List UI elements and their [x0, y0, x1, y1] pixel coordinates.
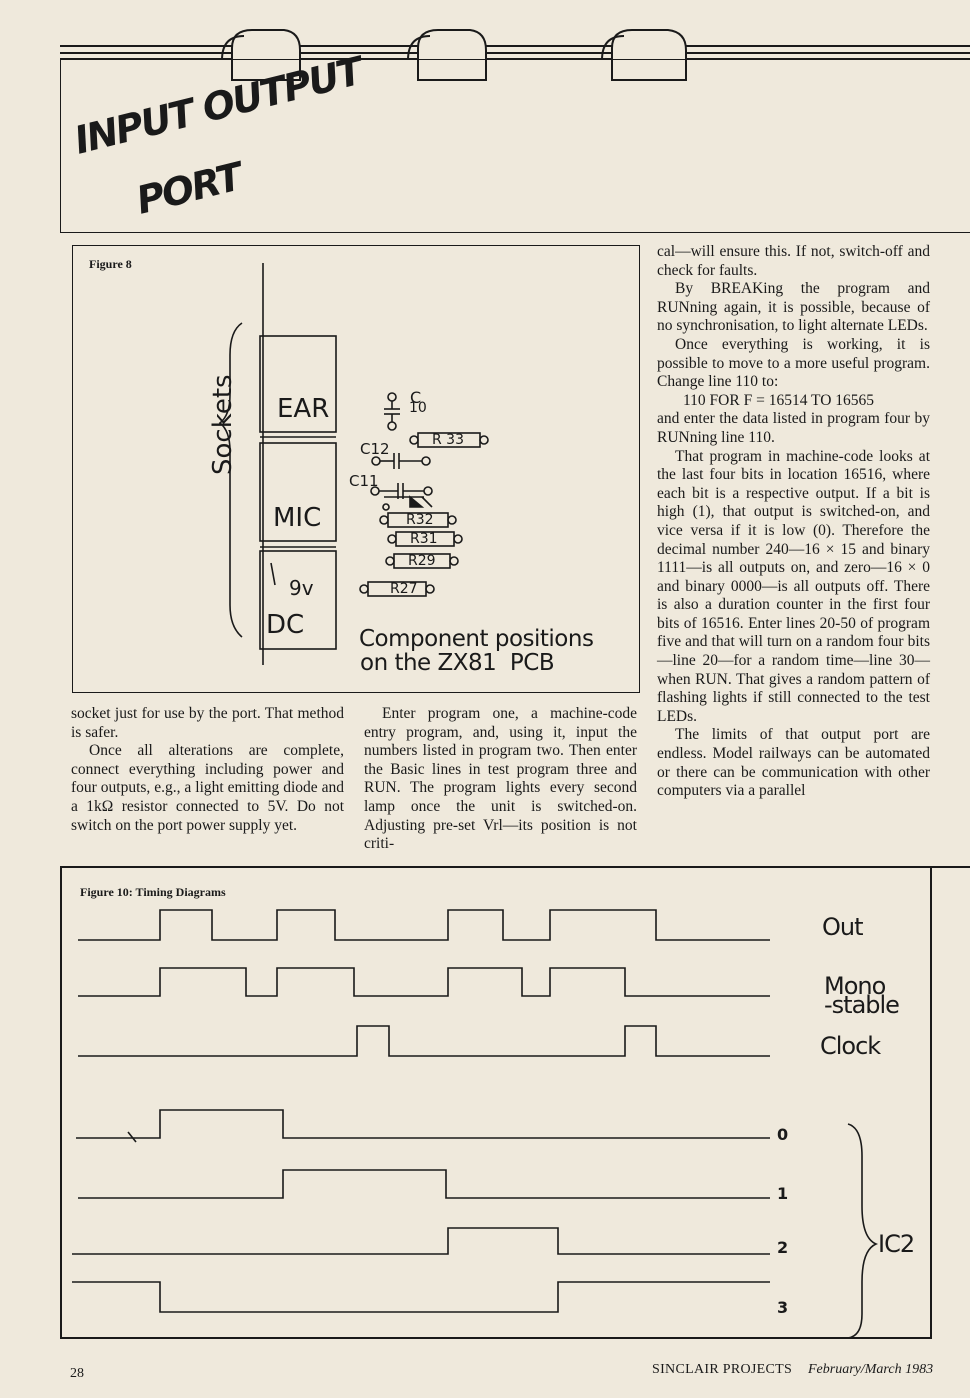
figure-10-right-rule: [930, 866, 932, 1338]
socket-9v-label: 9v: [289, 576, 314, 600]
title-line-2: PORT: [132, 154, 246, 223]
article-column-3: cal—will ensure this. If not, switch-off…: [657, 243, 930, 801]
article-column-1: socket just for use by the port. That me…: [71, 705, 344, 835]
col3-para-5: That program in machine-code looks at th…: [657, 447, 930, 725]
r27-label: R27: [390, 581, 418, 597]
monostable-label-line-1: Mono: [824, 972, 886, 1000]
page-number: 28: [70, 1366, 84, 1381]
col3-para-3: Once everything is working, it is possib…: [657, 335, 930, 391]
issue-date: February/March 1983: [808, 1362, 934, 1377]
figure-10-bottom-rule: [60, 1337, 932, 1339]
monostable-label-line-2: -stable: [824, 991, 900, 1019]
c11-label: C11: [349, 472, 379, 490]
ic2-output-2-label: 2: [777, 1238, 789, 1257]
figure-10-label: Figure 10: Timing Diagrams: [80, 885, 226, 899]
sockets-label: Sockets: [208, 374, 238, 475]
page-title: INPUT OUTPUT PORT: [70, 49, 365, 224]
figure-8-label: Figure 8: [89, 257, 132, 271]
ic2-output-2-waveform: [72, 1227, 770, 1255]
figure-8-caption-line-2: on the ZX81 PCB: [360, 650, 555, 676]
col3-para-2: By BREAKing the program and RUNning agai…: [657, 280, 930, 335]
figure-10-top-rule: [60, 866, 970, 868]
clock-waveform: [78, 1025, 770, 1057]
article-column-2: Enter program one, a machine-code entry …: [364, 705, 637, 854]
header-frame: [60, 59, 970, 233]
socket-dc-label: DC: [266, 610, 305, 640]
col1-para-2: Once all alterations are complete, conne…: [71, 742, 344, 834]
col1-para-1: socket just for use by the port. That me…: [71, 705, 344, 741]
monostable-waveform: [78, 967, 770, 997]
r33-label: R 33: [432, 432, 464, 448]
ic2-output-0-waveform: [76, 1109, 770, 1139]
ic2-output-3-waveform: [72, 1281, 770, 1313]
col3-para-6: The limits of that output port are endle…: [657, 726, 930, 800]
col3-code-line: 110 FOR F = 16514 TO 16565: [683, 391, 875, 409]
c12-label: C12: [360, 440, 390, 458]
figure-10-left-rule: [60, 866, 62, 1338]
ic2-label: IC2: [878, 1230, 915, 1258]
out-waveform: [78, 909, 770, 941]
timing-diagram: [72, 909, 879, 1338]
c10-label: C: [410, 388, 422, 407]
socket-ear-label: EAR: [277, 394, 330, 424]
ic2-output-1-waveform: [78, 1169, 770, 1199]
r29-label: R29: [408, 553, 436, 569]
out-label: Out: [822, 913, 864, 941]
ic2-output-0-label: 0: [777, 1125, 789, 1144]
col3-para-4: and enter the data listed in program fou…: [657, 410, 930, 446]
publication-name: SINCLAIR PROJECTS: [652, 1362, 793, 1377]
figure-8-frame: [72, 245, 640, 693]
col3-para-1: cal—will ensure this. If not, switch-off…: [657, 243, 930, 279]
figure-8-caption-line-1: Component positions: [359, 626, 594, 652]
col2-para-1: Enter program one, a machine-code entry …: [364, 705, 637, 853]
r31-label: R31: [410, 531, 438, 547]
r32-label: R32: [406, 512, 434, 528]
ic2-output-1-label: 1: [777, 1184, 789, 1203]
clock-label: Clock: [820, 1032, 881, 1060]
c10-number: 10: [409, 400, 427, 416]
ic2-output-3-label: 3: [777, 1298, 789, 1317]
figure-8-pcb-diagram: [218, 263, 489, 665]
socket-mic-label: MIC: [273, 503, 322, 533]
